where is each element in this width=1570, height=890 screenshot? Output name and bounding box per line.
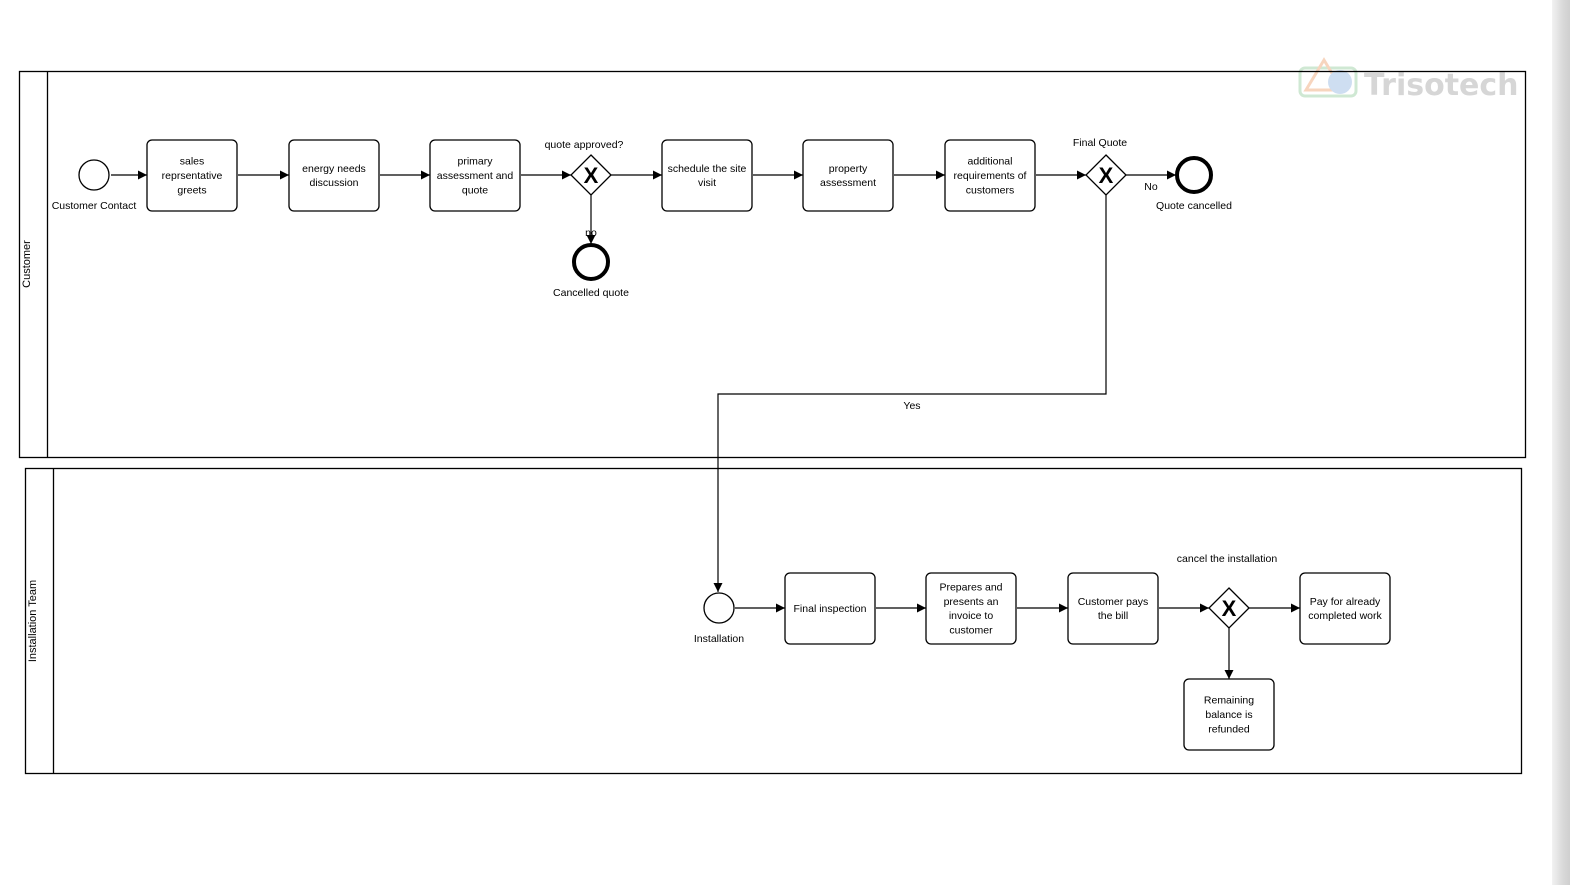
task-label-line: Prepares and	[939, 581, 1002, 593]
gateway-final-quote: X Final Quote	[1073, 137, 1127, 196]
page-edge-shadow	[1552, 0, 1570, 885]
lane-label-customer: Customer	[21, 240, 33, 288]
lane-installation-team: Installation Team	[24, 467, 1523, 775]
task-box	[1299, 572, 1391, 645]
trisotech-logo: Trisotech	[1298, 57, 1519, 103]
task-box	[784, 572, 876, 645]
task-final-inspection: Final inspection	[784, 572, 876, 645]
trisotech-logo-icon	[1298, 57, 1358, 98]
gateway-label-final-quote: Final Quote	[1073, 137, 1127, 149]
trisotech-logo-text: Trisotech	[1364, 68, 1519, 103]
task-label-line: completed work	[1308, 610, 1382, 622]
flow-label-no: no	[585, 227, 597, 239]
gateway-marker-x: X	[1222, 596, 1237, 621]
task-label-line: property	[829, 163, 868, 175]
flow-final-quote-to-installation	[713, 195, 1107, 592]
event-label-cancelled-quote: Cancelled quote	[553, 287, 629, 299]
end-event-quote-cancelled: Quote cancelled	[1156, 156, 1232, 212]
task-box	[1067, 572, 1159, 645]
start-event-customer-contact: Customer Contact	[52, 159, 137, 212]
task-label-line: assessment and	[437, 170, 514, 182]
flow-label-yes: Yes	[903, 400, 920, 412]
task-energy-needs: energy needs discussion	[288, 139, 380, 212]
gateway-label-cancel-installation: cancel the installation	[1177, 553, 1278, 565]
task-label-line: Pay for already	[1310, 596, 1381, 608]
task-label-line: quote	[462, 184, 488, 196]
task-sales-greets: sales reprsentative greets	[146, 139, 238, 212]
task-additional-requirements: additional requirements of customers	[944, 139, 1036, 212]
task-label-line: customers	[966, 184, 1014, 196]
task-label-line: the bill	[1098, 610, 1128, 622]
task-label-line: primary	[457, 156, 493, 168]
event-label-customer-contact: Customer Contact	[52, 200, 137, 212]
task-pay-completed: Pay for already completed work	[1299, 572, 1391, 645]
task-label-line: presents an	[944, 596, 999, 608]
task-box	[288, 139, 380, 212]
task-label-line: requirements of	[954, 170, 1027, 182]
task-box	[1183, 678, 1275, 751]
task-box	[146, 139, 238, 212]
task-label-line: Remaining	[1204, 695, 1254, 707]
gateway-cancel-installation: X cancel the installation	[1177, 553, 1278, 629]
task-balance-refunded: Remaining balance is refunded	[1183, 678, 1275, 751]
task-label-line: Customer pays	[1078, 596, 1149, 608]
task-label-line: sales	[180, 156, 205, 168]
end-event-cancelled-quote: Cancelled quote	[553, 243, 629, 299]
task-prepares-invoice: Prepares and presents an invoice to custome…	[925, 572, 1017, 645]
task-box	[661, 139, 753, 212]
start-event-installation: Installation	[694, 592, 744, 645]
task-box	[802, 139, 894, 212]
task-label-line: balance is	[1205, 709, 1252, 721]
task-box	[944, 139, 1036, 212]
lane-customer: Customer	[18, 70, 1527, 459]
event-label-quote-cancelled: Quote cancelled	[1156, 200, 1232, 212]
task-property-assessment: property assessment	[802, 139, 894, 212]
sequence-flows	[111, 170, 1300, 679]
task-label-line: greets	[177, 184, 206, 196]
task-label-line: reprsentative	[162, 170, 223, 182]
flow-label-no-final: No	[1144, 181, 1158, 193]
gateway-label-quote-approved: quote approved?	[545, 139, 624, 151]
task-label-line: assessment	[820, 177, 876, 189]
task-box	[429, 139, 521, 212]
task-box	[925, 572, 1017, 645]
task-label-line: refunded	[1208, 723, 1250, 735]
lane-label-installation-team: Installation Team	[27, 580, 39, 662]
task-label-line: discussion	[309, 177, 358, 189]
task-primary-assessment: primary assessment and quote	[429, 139, 521, 212]
task-label-line: customer	[949, 625, 993, 637]
event-label-installation: Installation	[694, 633, 744, 645]
task-label-line: invoice to	[949, 610, 994, 622]
gateway-quote-approved: X quote approved?	[545, 139, 624, 196]
task-customer-pays: Customer pays the bill	[1067, 572, 1159, 645]
task-label-line: energy needs	[302, 163, 366, 175]
task-schedule-visit: schedule the site visit	[661, 139, 753, 212]
task-label-line: additional	[968, 156, 1013, 168]
gateway-marker-x: X	[584, 163, 599, 188]
tasks: sales reprsentative greets energy needs disc…	[146, 139, 1391, 751]
gateway-marker-x: X	[1099, 163, 1114, 188]
task-label-line: schedule the site	[668, 163, 747, 175]
task-label-line: visit	[698, 177, 716, 189]
task-label-line: Final inspection	[794, 603, 867, 615]
